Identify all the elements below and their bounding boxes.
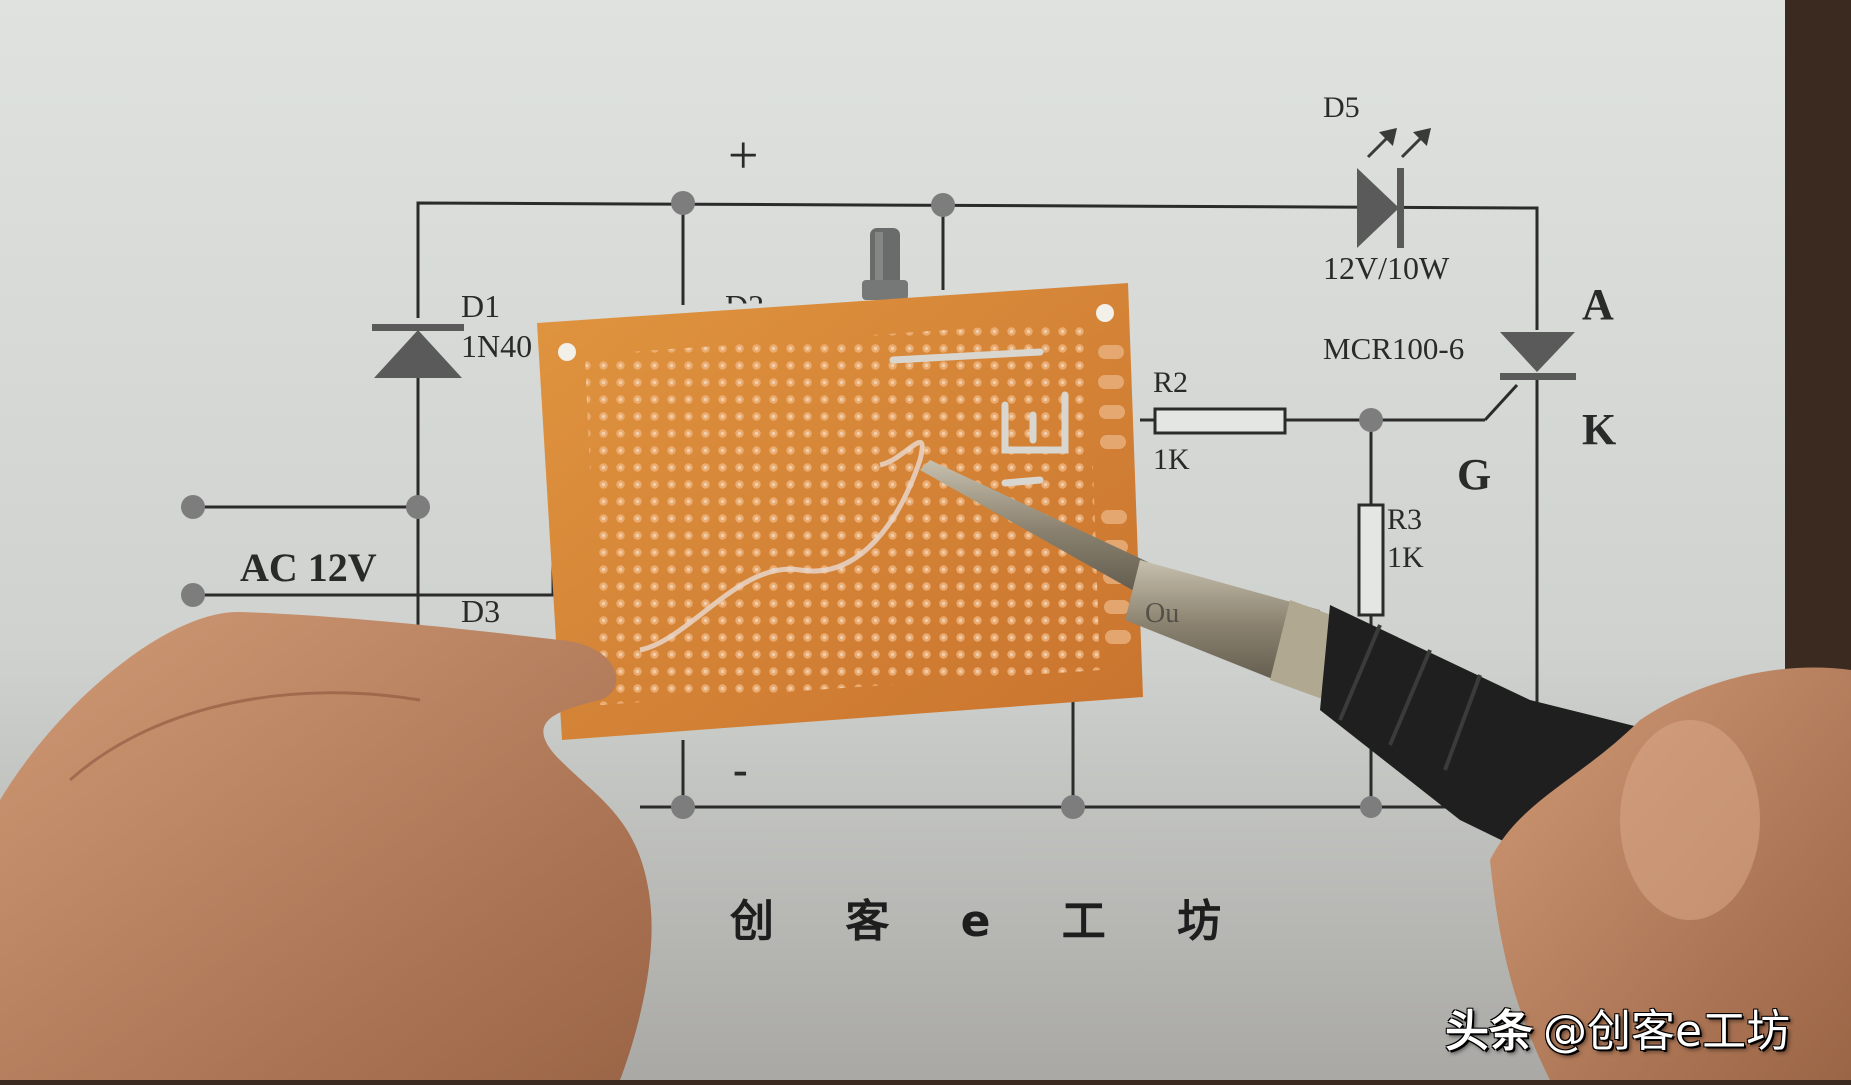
d1-ref-label: D1 (461, 288, 501, 324)
r2-value-label: 1K (1153, 443, 1190, 476)
led-d5-symbol (1357, 127, 1432, 248)
minus-terminal-label: - (733, 745, 748, 794)
watermark-handle: @创客e工坊 (1543, 1006, 1791, 1057)
d1-value-label: 1N40 (461, 328, 533, 364)
d5-value-label: 12V/10W (1323, 250, 1450, 286)
r2-ref-label: R2 (1153, 366, 1189, 399)
scr-cathode-label: K (1582, 405, 1617, 454)
diode-d1-symbol (372, 324, 464, 378)
left-hand (0, 611, 652, 1080)
scr-gate-label: G (1457, 450, 1492, 499)
scr-part-label: MCR100-6 (1323, 331, 1465, 366)
toutiao-watermark: 头条@创客e工坊 (1445, 995, 1790, 1059)
potentiometer-knob (862, 228, 908, 300)
junction-dots (181, 191, 1383, 819)
schematic-caption: 创 客 e 工 坊 (730, 896, 1250, 947)
perfboard-pcb (537, 283, 1143, 740)
watermark-brand: 头条 (1445, 1006, 1533, 1057)
scr-symbol (1500, 332, 1576, 380)
resistor-r3-symbol (1357, 503, 1385, 617)
resistor-r2-symbol (1153, 407, 1287, 435)
r3-value-label: 1K (1387, 541, 1424, 574)
scr-anode-label: A (1582, 280, 1614, 329)
right-hand (1490, 667, 1851, 1080)
plus-terminal-label: + (728, 125, 759, 185)
d3-ref-label: D3 (461, 593, 501, 629)
r3-ref-label: R3 (1387, 503, 1423, 536)
output-partial-label: Ou (1145, 598, 1180, 629)
d5-ref-label: D5 (1323, 91, 1360, 124)
solder-traces (889, 348, 1069, 487)
d2-ref-label: D2 (725, 290, 764, 303)
solder-wire (639, 440, 925, 653)
ac-input-label: AC 12V (240, 545, 377, 590)
